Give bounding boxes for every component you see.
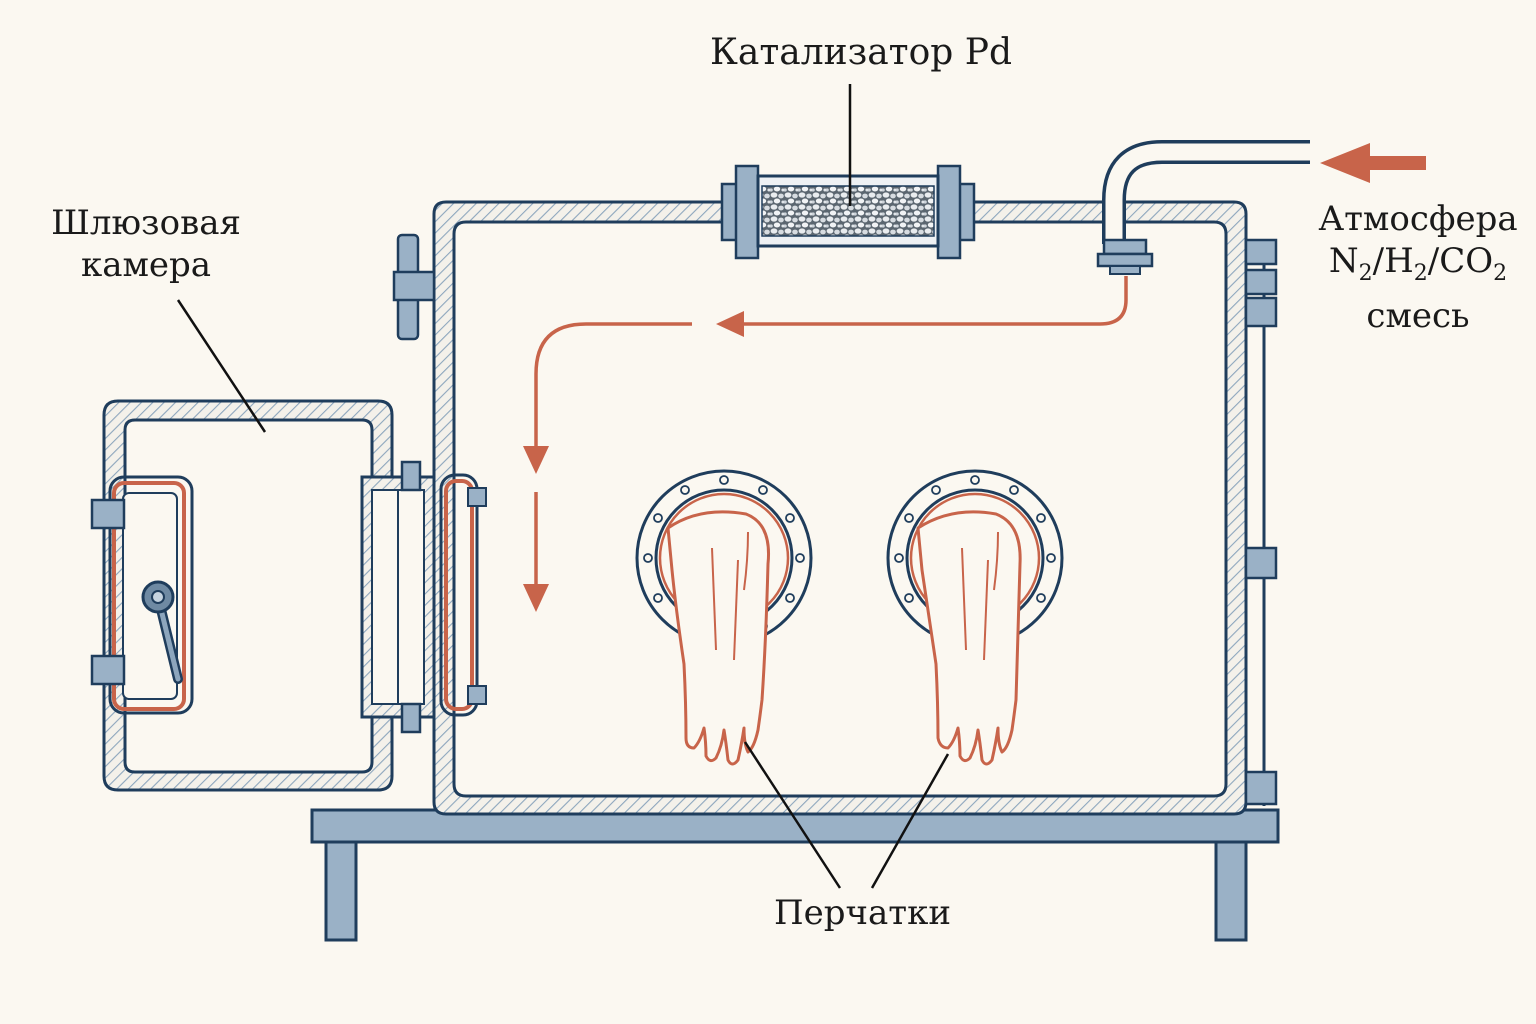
- right-hinges: [1244, 238, 1278, 806]
- gas-h-subscript: 2: [1413, 260, 1428, 286]
- airlock-label: Шлюзовая камера: [48, 202, 244, 286]
- catalyst-cartridge: [720, 164, 976, 260]
- airlock-label-line2: камера: [80, 245, 212, 285]
- atmosphere-label-line3: смесь: [1366, 295, 1470, 336]
- atmosphere-gas-formula: N2/H2/CO2: [1312, 240, 1524, 295]
- right-glove-port: [886, 469, 1064, 766]
- left-glove-leader: [743, 741, 842, 889]
- gloves-label: Перчатки: [774, 892, 951, 934]
- gas-flow-path: [523, 276, 1128, 612]
- gas-n: N: [1328, 241, 1359, 281]
- gas-co: /CO: [1427, 241, 1494, 281]
- inner-door-handle: [439, 473, 487, 717]
- catalyst-label: Катализатор Pd: [710, 32, 1012, 74]
- gas-h: /H: [1372, 241, 1414, 281]
- right-glove-leader: [870, 753, 950, 889]
- left-glove-icon: [666, 510, 771, 766]
- airlock-chamber: [102, 399, 436, 792]
- airlock-leader: [176, 299, 267, 433]
- gas-co-subscript: 2: [1493, 260, 1508, 286]
- airlock-door: [90, 475, 194, 715]
- left-glove-port: [635, 469, 813, 766]
- gas-n-subscript: 2: [1358, 260, 1373, 286]
- main-chamber: [432, 200, 1248, 816]
- right-glove-icon: [916, 510, 1022, 766]
- catalyst-label-text: Катализатор Pd: [710, 32, 1013, 73]
- airlock-label-line1: Шлюзовая: [51, 203, 241, 243]
- leader-lines: [176, 84, 950, 889]
- inlet-arrow-icon: [1320, 143, 1426, 183]
- left-clamp: [392, 233, 436, 341]
- gas-inlet-pipe: [1096, 140, 1310, 275]
- atmosphere-label: Атмосфера N2/H2/CO2 смесь: [1312, 198, 1524, 337]
- gloves-label-text: Перчатки: [774, 893, 952, 933]
- atmosphere-label-line1: Атмосфера: [1318, 199, 1518, 239]
